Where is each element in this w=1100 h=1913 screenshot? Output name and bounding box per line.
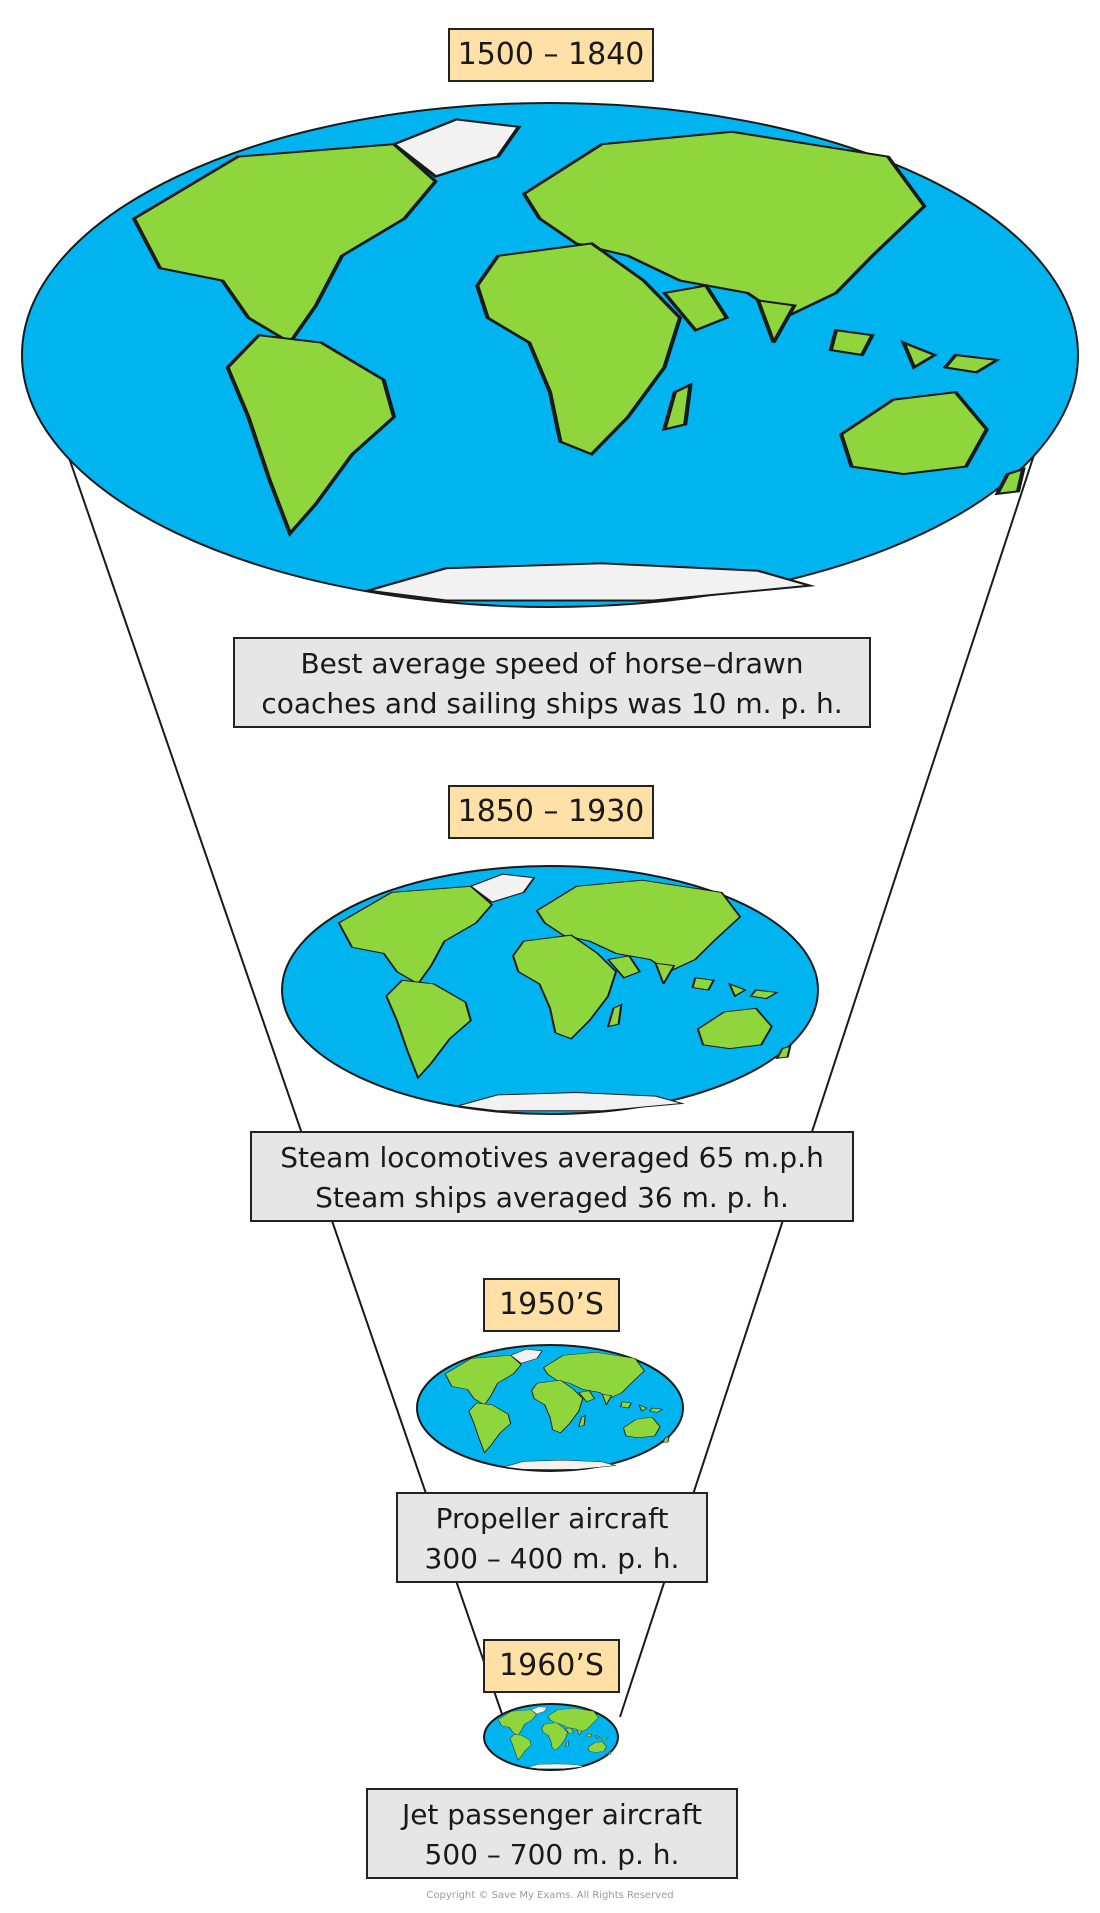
caption-line: 300 – 400 m. p. h. [424, 1542, 680, 1575]
era-label-4: 1960’S [483, 1639, 620, 1693]
globe-1950s [416, 1344, 684, 1472]
globe-1960s [483, 1703, 619, 1771]
era-label-2: 1850 – 1930 [448, 785, 654, 839]
era-label-3: 1950’S [483, 1278, 620, 1332]
caption-line: Propeller aircraft [435, 1502, 669, 1535]
caption-line: Jet passenger aircraft [401, 1798, 703, 1831]
caption-1960s: Jet passenger aircraft 500 – 700 m. p. h… [366, 1788, 738, 1879]
globe-1500-1840 [21, 102, 1079, 608]
caption-line: 500 – 700 m. p. h. [424, 1838, 680, 1871]
copyright-notice: Copyright © Save My Exams. All Rights Re… [426, 1890, 674, 1901]
era-label-1: 1500 – 1840 [448, 28, 654, 82]
caption-line: Steam ships averaged 36 m. p. h. [315, 1181, 789, 1214]
funnel-left-edge [24, 329, 504, 1718]
caption-1850-1930: Steam locomotives averaged 65 m.p.h Stea… [250, 1131, 854, 1222]
caption-1500-1840: Best average speed of horse–drawn coache… [233, 637, 871, 728]
caption-line: Steam locomotives averaged 65 m.p.h [280, 1141, 824, 1174]
globe-1850-1930 [281, 865, 819, 1115]
funnel-right-edge [619, 329, 1076, 1718]
caption-line: coaches and sailing ships was 10 m. p. h… [261, 687, 843, 720]
caption-1950s: Propeller aircraft 300 – 400 m. p. h. [396, 1492, 708, 1583]
caption-line: Best average speed of horse–drawn [300, 647, 804, 680]
